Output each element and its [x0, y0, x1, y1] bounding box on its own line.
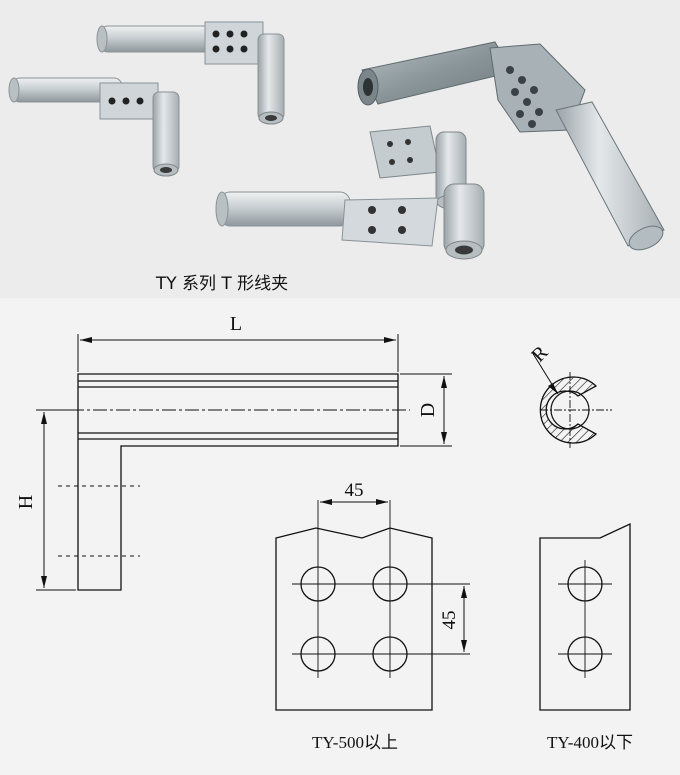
- clamp-photo-1: [96, 21, 285, 125]
- plate-large: [275, 499, 470, 711]
- dimension-D: [400, 373, 452, 447]
- product-photo: TY 系列 T 形线夹: [0, 0, 680, 298]
- plate-small: [539, 522, 631, 711]
- tube-cross-section: [531, 351, 612, 448]
- dimension-H: [36, 409, 76, 591]
- clamp-photo-3: [357, 41, 665, 251]
- hole-spacing-vertical-label: 45: [439, 611, 460, 630]
- dimension-H-label: H: [15, 495, 37, 509]
- dimension-D-label: D: [417, 403, 439, 417]
- hole-spacing-horizontal-label: 45: [345, 480, 364, 501]
- dimension-L: [77, 334, 399, 372]
- dimension-R-label: R: [528, 341, 553, 366]
- clamp-side-view: [58, 373, 410, 591]
- variant-large-label: TY-500以上: [312, 733, 398, 752]
- clamp-photo-5: [215, 183, 485, 260]
- dimension-L-label: L: [230, 313, 242, 335]
- technical-drawing: L D H R: [15, 313, 633, 752]
- variant-small-label: TY-400以下: [547, 733, 633, 752]
- photo-caption: TY 系列 T 形线夹: [155, 274, 288, 294]
- clamp-photo-2: [8, 77, 180, 177]
